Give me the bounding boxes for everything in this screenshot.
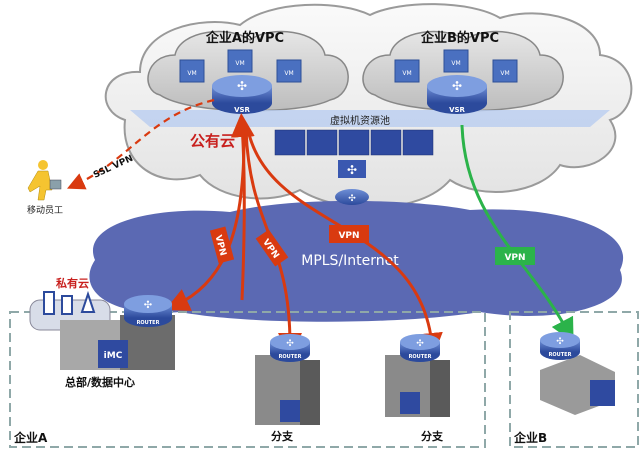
- branch2-building-icon: ✣ ROUTER: [385, 334, 450, 417]
- vm-icon: VM: [276, 59, 302, 83]
- vpn-link-enterprise-b: [460, 124, 574, 343]
- branch1-building-icon: ✣ ROUTER: [255, 334, 320, 425]
- public-cloud: [104, 3, 633, 209]
- vm-icon: VM: [492, 59, 518, 83]
- svg-text:ROUTER: ROUTER: [409, 354, 432, 360]
- branch1-label: 分支: [271, 429, 294, 443]
- enterprise-a-frame: [9, 311, 486, 448]
- branch2-label: 分支: [421, 429, 444, 443]
- svg-text:✣: ✣: [416, 339, 424, 349]
- svg-text:✣: ✣: [556, 337, 564, 347]
- enterprise-a-label: 企业A: [13, 430, 48, 445]
- svg-text:ROUTER: ROUTER: [279, 354, 302, 360]
- svg-text:✣: ✣: [237, 79, 247, 93]
- svg-text:VM: VM: [500, 70, 509, 77]
- mobile-worker-label: 移动员工: [27, 204, 63, 216]
- vm-icon: VM: [179, 59, 205, 83]
- private-cloud-label: 私有云: [56, 276, 89, 290]
- svg-text:ROUTER: ROUTER: [137, 320, 160, 326]
- mobile-worker-icon: [27, 160, 62, 201]
- mpls-internet-label: MPLS/Internet: [301, 253, 399, 269]
- vpn-badge: VPN: [209, 226, 235, 264]
- vm-icon: VM: [443, 49, 469, 73]
- svg-text:✣: ✣: [348, 194, 356, 204]
- ssl-vpn-label: SSL VPN: [92, 154, 135, 181]
- svg-text:VM: VM: [235, 60, 244, 67]
- switch-icon: ✣: [338, 160, 366, 178]
- svg-text:VPN: VPN: [338, 231, 359, 241]
- svg-text:ROUTER: ROUTER: [549, 352, 572, 358]
- svg-text:✣: ✣: [347, 163, 357, 177]
- vm-icon: VM: [227, 49, 253, 73]
- svg-text:VPN: VPN: [504, 253, 525, 263]
- vsr-b-router-icon: ✣ VSR: [427, 75, 487, 114]
- enterprise-b-building-icon: ✣ ROUTER: [540, 332, 615, 415]
- svg-text:VM: VM: [284, 70, 293, 77]
- vsr-a-router-icon: ✣ VSR: [212, 75, 272, 114]
- vpc-a-label: 企业A的VPC: [205, 30, 284, 46]
- vpn-link-hq: [165, 129, 246, 311]
- public-cloud-label: 公有云: [190, 132, 235, 150]
- svg-text:VM: VM: [187, 70, 196, 77]
- svg-text:✣: ✣: [286, 339, 294, 349]
- svg-text:VM: VM: [451, 60, 460, 67]
- vpn-badge-green: VPN: [495, 247, 535, 265]
- hq-datacenter-building-icon: iMC ✣ ROUTER: [60, 295, 175, 370]
- vm-icon: VM: [394, 59, 420, 83]
- svg-text:VSR: VSR: [234, 106, 250, 114]
- vpn-badge: VPN: [329, 225, 369, 243]
- enterprise-b-label: 企业B: [513, 430, 547, 445]
- enterprise-b-frame: [509, 311, 639, 448]
- svg-text:VM: VM: [402, 70, 411, 77]
- resource-pool-label: 虚拟机资源池: [330, 114, 390, 127]
- hq-datacenter-label: 总部/数据中心: [65, 375, 135, 389]
- vm-icons: VM VM VM VM VM VM: [179, 49, 518, 83]
- server-pool-icon: [274, 129, 434, 156]
- core-router-icon: ✣: [335, 189, 369, 205]
- svg-text:✣: ✣: [452, 79, 462, 93]
- svg-text:VSR: VSR: [449, 106, 465, 114]
- svg-text:✣: ✣: [144, 300, 152, 311]
- vpc-b-label: 企业B的VPC: [420, 30, 499, 46]
- svg-text:iMC: iMC: [104, 351, 123, 361]
